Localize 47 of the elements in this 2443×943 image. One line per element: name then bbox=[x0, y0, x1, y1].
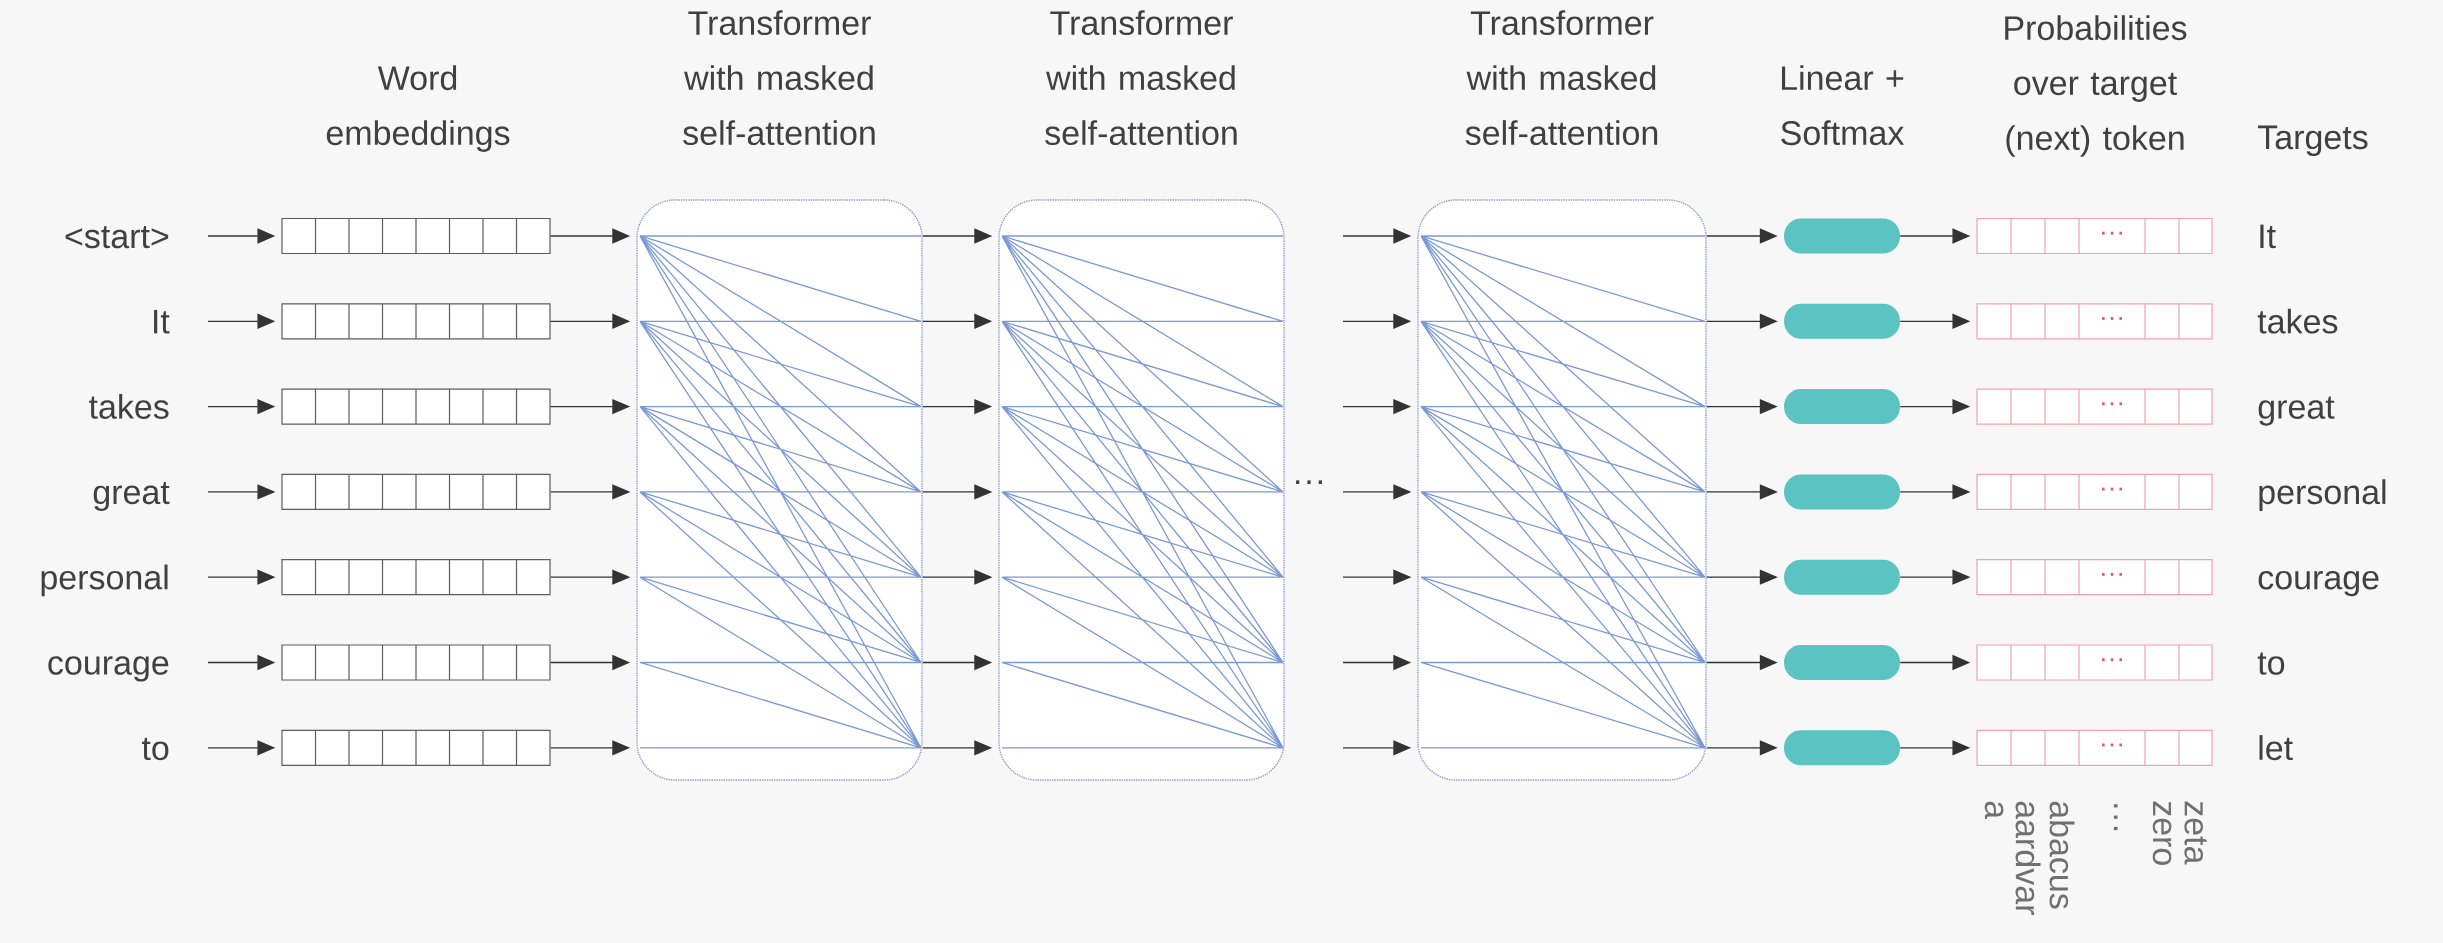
vocabulary-word: zeta bbox=[2184, 801, 2207, 865]
vocabulary-word: zero bbox=[2152, 801, 2172, 865]
embedding-vector bbox=[281, 303, 551, 340]
input-word: <start> bbox=[65, 226, 169, 249]
embedding-vector bbox=[281, 729, 551, 766]
probability-vector: ··· bbox=[1976, 473, 2213, 510]
target-word: It bbox=[2260, 224, 2276, 249]
probability-vector: ··· bbox=[1976, 388, 2213, 425]
embedding-vector bbox=[281, 559, 551, 596]
vocabulary-word: a bbox=[1984, 801, 2004, 820]
ellipsis: ··· bbox=[2113, 804, 2118, 831]
input-word: personal bbox=[41, 564, 168, 597]
softmax-pill bbox=[1784, 218, 1900, 254]
probability-vector: ··· bbox=[1976, 559, 2213, 596]
target-word: courage bbox=[2258, 570, 2379, 597]
embedding-vector bbox=[281, 388, 551, 425]
ellipsis: ··· bbox=[1296, 480, 1322, 484]
softmax-pill bbox=[1784, 645, 1900, 680]
probability-vector: ··· bbox=[1976, 303, 2213, 340]
input-word: takes bbox=[89, 393, 169, 419]
embedding-vector bbox=[281, 644, 551, 681]
column-heading: Transformer with masked self-attention bbox=[1045, 10, 1237, 146]
target-word: let bbox=[2259, 735, 2293, 761]
vocabulary-word: abacus bbox=[2049, 801, 2075, 909]
softmax-pill bbox=[1784, 474, 1900, 510]
input-word: It bbox=[154, 309, 170, 334]
column-heading: Word embeddings bbox=[326, 65, 510, 152]
vocabulary-word: aardvar bbox=[2015, 801, 2041, 915]
column-heading: Linear + Softmax bbox=[1781, 65, 1904, 146]
column-heading: Targets bbox=[2258, 125, 2368, 157]
probability-vector: ··· bbox=[1976, 729, 2213, 766]
input-word: courage bbox=[48, 656, 169, 682]
column-heading: Transformer with masked self-attention bbox=[683, 10, 875, 146]
target-word: personal bbox=[2259, 479, 2386, 511]
target-word: takes bbox=[2257, 308, 2338, 334]
input-word: to bbox=[141, 737, 169, 761]
target-word: great bbox=[2258, 396, 2335, 426]
input-word: great bbox=[93, 481, 170, 511]
embedding-vector bbox=[281, 473, 551, 510]
embedding-vector bbox=[281, 217, 551, 255]
target-word: to bbox=[2257, 652, 2285, 675]
probability-vector: ··· bbox=[1976, 644, 2213, 681]
column-heading: Probabilities over target (next) token bbox=[2005, 15, 2187, 157]
column-heading: Transformer with masked self-attention bbox=[1465, 10, 1658, 146]
softmax-pill bbox=[1784, 389, 1900, 425]
probability-vector: ··· bbox=[1976, 217, 2213, 255]
softmax-pill bbox=[1784, 730, 1900, 766]
